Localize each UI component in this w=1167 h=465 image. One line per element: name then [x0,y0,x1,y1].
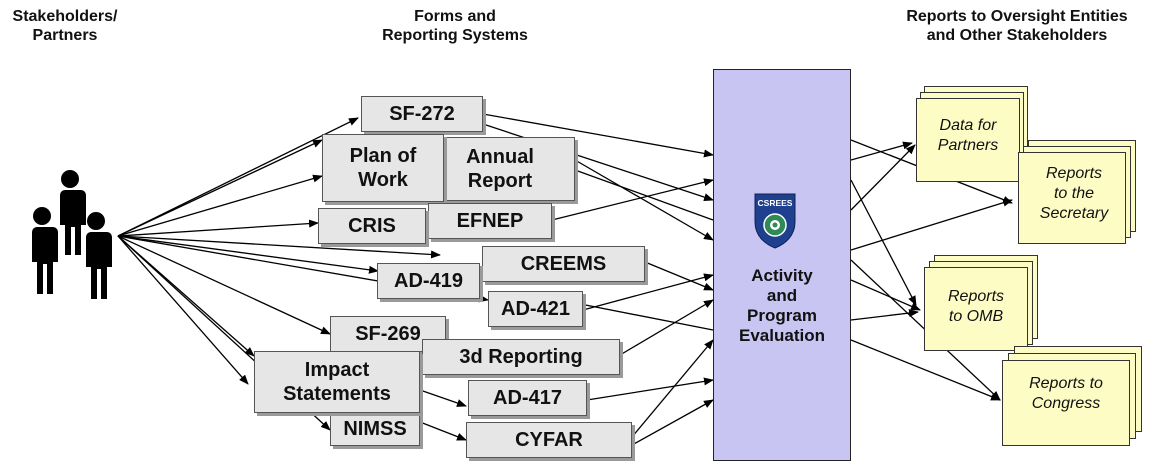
form-ad-421: AD-421 [488,291,583,327]
form-cyfar: CYFAR [466,422,632,458]
form-nimss: NIMSS [330,412,420,446]
people-group-icon [31,170,112,299]
form-plan-of-work-line-1: Plan of [349,145,417,167]
report-reports-to-congress-label: Reports to Congress [1029,375,1103,412]
form-3d-reporting-label: 3d Reporting [459,346,583,368]
form-3d-reporting: 3d Reporting [422,339,620,375]
report-sheet-front [1002,360,1130,446]
form-annual-report: Annual Report [425,137,575,201]
header-forms-line-2: Reporting Systems [382,27,528,44]
report-sheet-front [1018,152,1126,244]
report-reports-to-congress: Reports to Congress [1002,346,1152,456]
form-sf-269-label: SF-269 [355,323,421,345]
form-ad-419: AD-419 [377,263,480,299]
header-forms-line-1: Forms and [414,8,496,25]
center-label-line-2: and [766,286,798,305]
center-label-line-1: Activity [751,266,813,285]
csrees-shield-logo: CSREES [754,193,796,249]
form-cris-label: CRIS [348,215,396,237]
header-forms: Forms and Reporting Systems [345,7,565,45]
center-label-line-3: Program [747,306,817,325]
form-plan-of-work: Plan of Work [322,134,444,202]
form-creems: CREEMS [482,246,645,282]
header-stakeholders-line-1: Stakeholders/ [12,8,118,25]
form-ad-417-label: AD-417 [493,387,562,409]
form-sf-272-label: SF-272 [389,103,455,125]
header-stakeholders-line-2: Partners [32,27,98,44]
form-sf-272: SF-272 [361,96,483,132]
form-ad-419-label: AD-419 [394,270,463,292]
form-impact-statements: Impact Statements [254,351,420,413]
form-efnep: EFNEP [428,203,552,239]
report-reports-to-omb: Reports to OMB [924,255,1044,355]
center-label: Activity and Program Evaluation [714,266,850,346]
report-reports-to-omb-label: Reports to OMB [947,288,1005,325]
header-stakeholders: Stakeholders/ Partners [5,7,125,45]
form-plan-of-work-line-2: Work [358,169,408,191]
center-label-line-4: Evaluation [739,326,825,345]
form-cris: CRIS [318,208,426,244]
form-nimss-label: NIMSS [343,418,407,440]
form-impact-statements-line-1: Impact [304,359,370,381]
header-reports: Reports to Oversight Entities and Other … [872,7,1162,45]
activity-program-evaluation-box: CSREES Activity and Program Evaluation [713,69,851,461]
form-impact-statements-line-2: Statements [283,383,391,405]
report-reports-to-secretary: Reports to the Secretary [1018,140,1143,250]
form-cyfar-label: CYFAR [515,429,583,451]
report-data-for-partners: Data for Partners [916,86,1036,186]
form-annual-report-line-2: Report [467,170,533,192]
header-reports-line-1: Reports to Oversight Entities [906,8,1128,25]
report-reports-to-secretary-label: Reports to the Secretary [1039,165,1109,222]
form-ad-417: AD-417 [468,380,587,416]
report-data-for-partners-label: Data for Partners [937,117,999,154]
form-annual-report-line-1: Annual [466,146,534,168]
report-sheet-front [924,267,1028,351]
header-reports-line-2: and Other Stakeholders [926,27,1108,44]
form-efnep-label: EFNEP [456,210,524,232]
form-creems-label: CREEMS [520,253,607,275]
form-ad-421-label: AD-421 [501,298,570,320]
logo-text: CSREES [758,198,793,208]
report-sheet-front [916,98,1020,182]
